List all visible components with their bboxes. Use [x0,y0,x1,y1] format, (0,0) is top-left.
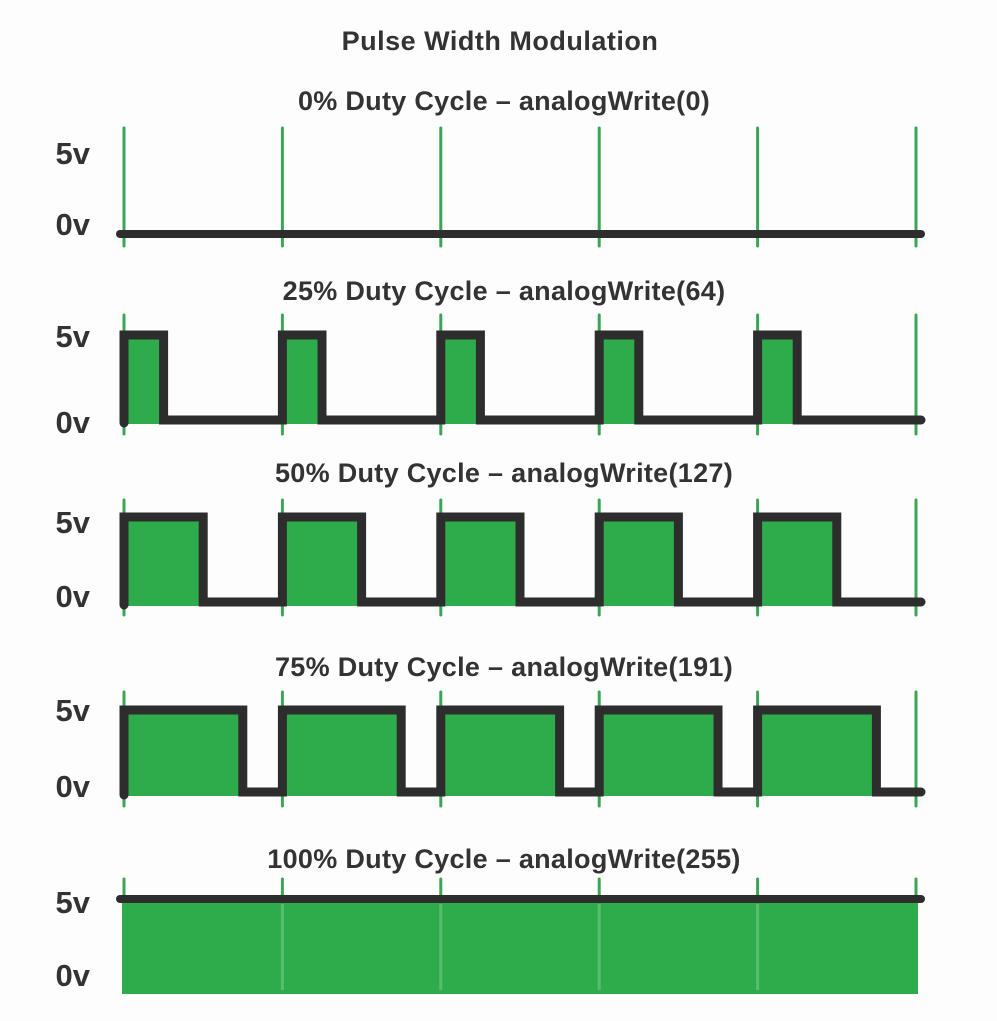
signal-trace [119,705,926,800]
pulse-fill [438,517,524,606]
pulse-fill [280,710,406,796]
panel-title-25pct: 25% Duty Cycle – analogWrite(64) [282,276,726,306]
axis-label-5v: 5v [55,505,90,540]
axis-label-5v: 5v [55,136,90,171]
axis-label-5v: 5v [55,319,90,354]
pulse-fill [122,710,247,796]
pulse-fill [597,517,683,606]
signal-trace [119,512,926,610]
axis-label-5v: 5v [55,885,90,920]
panel-title-100pct: 100% Duty Cycle – analogWrite(255) [267,844,741,874]
pulse-fill [438,710,564,796]
pulse-fill [755,517,841,606]
pulse-fill [122,517,208,606]
pulse-fill [280,517,366,606]
axis-label-0v: 0v [55,207,90,242]
panel-title-50pct: 50% Duty Cycle – analogWrite(127) [274,458,734,488]
pulse-fill [597,710,722,796]
panel-title-0pct: 0% Duty Cycle – analogWrite(0) [297,86,711,116]
axis-label-0v: 0v [55,579,90,614]
signal-trace [119,330,926,428]
axis-label-5v: 5v [55,693,90,728]
axis-label-0v: 0v [55,958,90,993]
diagram-title: Pulse Width Modulation [341,26,659,56]
axis-label-0v: 0v [55,769,90,804]
pulse-fill [122,899,918,994]
axis-label-0v: 0v [55,405,90,440]
panel-title-75pct: 75% Duty Cycle – analogWrite(191) [274,652,734,682]
pulse-fill [755,710,881,796]
